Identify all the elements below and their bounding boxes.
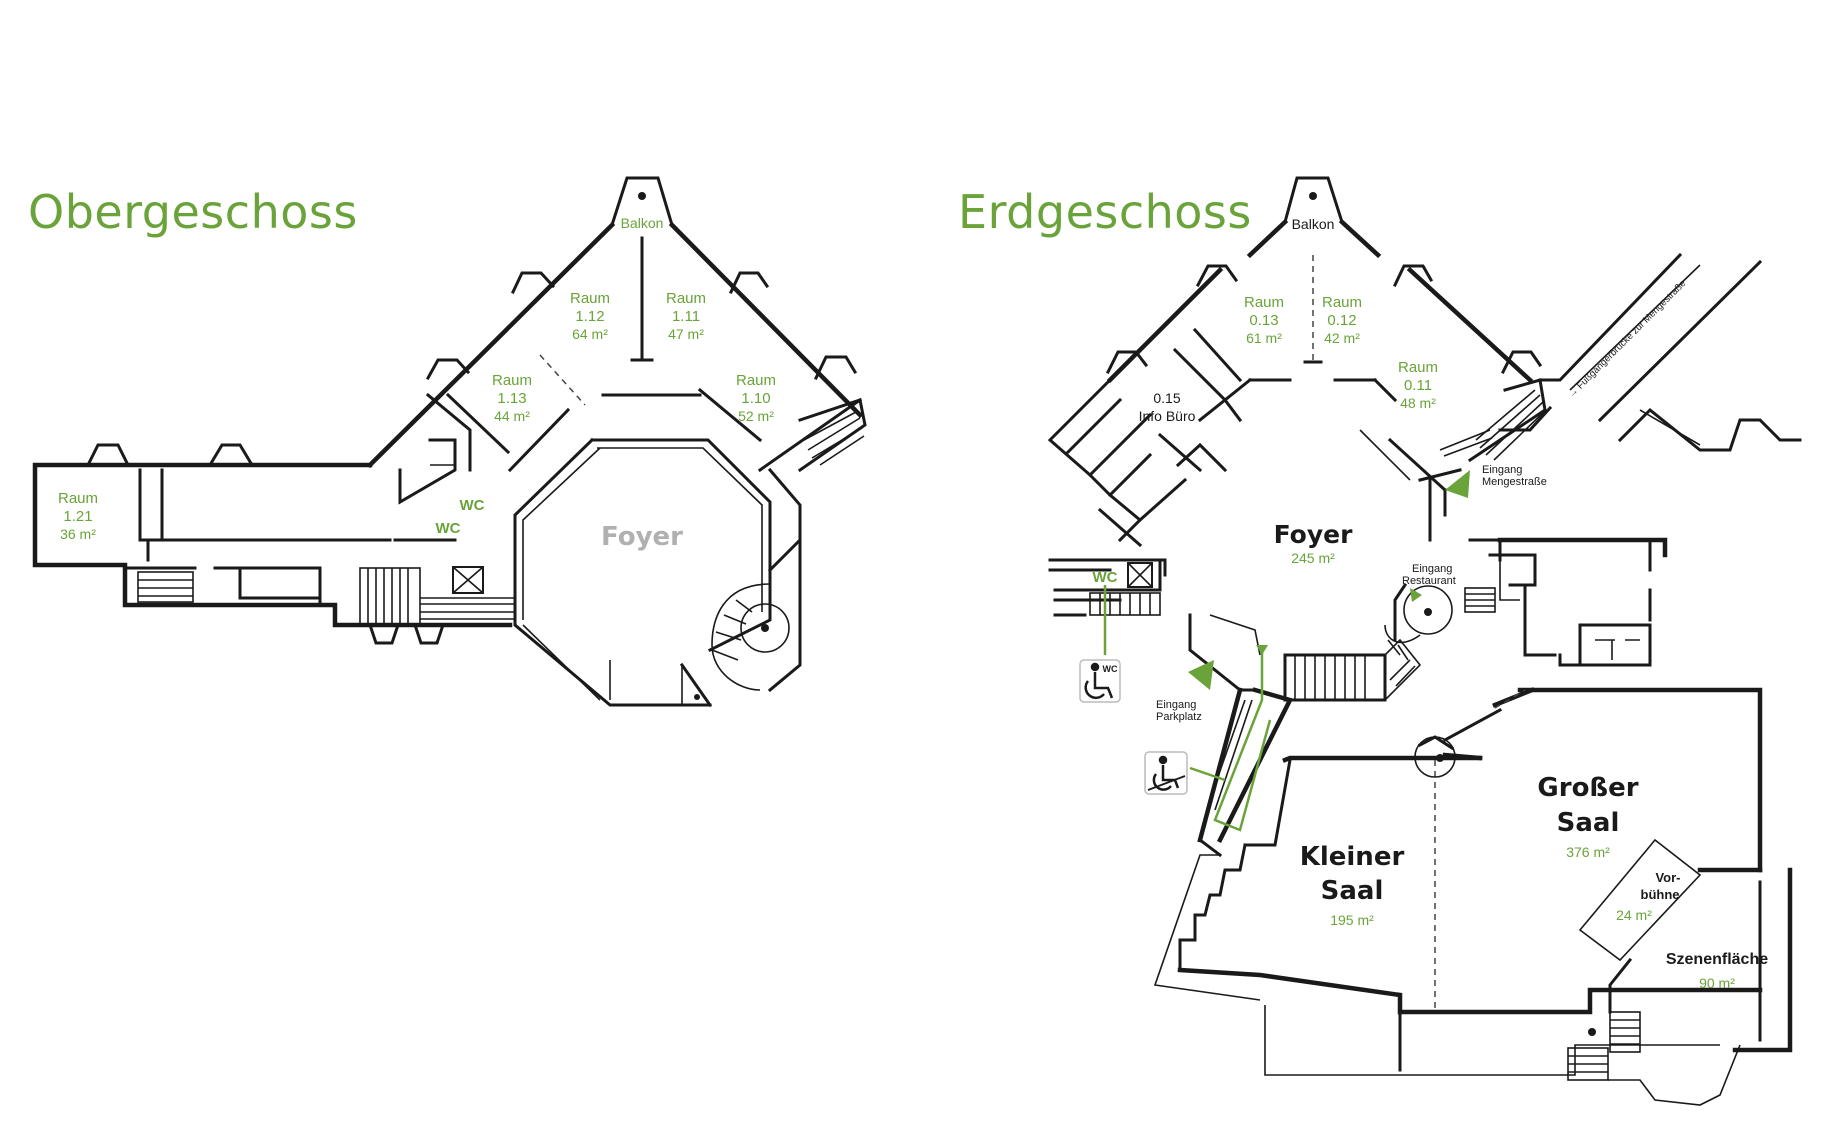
entrance-restaurant-line2: Restaurant bbox=[1402, 575, 1456, 587]
upper-wc-label-1: WC bbox=[460, 497, 485, 514]
upper-room-1-10: Raum 1.10 52 m² bbox=[736, 372, 776, 424]
room-label: Raum bbox=[736, 372, 776, 389]
entrance-restaurant-label: Eingang Restaurant bbox=[1402, 563, 1456, 587]
ground-stair-bottom bbox=[1567, 1011, 1641, 1081]
ground-floor-plan: WC bbox=[1047, 176, 1802, 1106]
entrance-parkplatz-line2: Parkplatz bbox=[1156, 711, 1202, 723]
vorbuehne-area: 24 m² bbox=[1616, 907, 1652, 923]
upper-balkon-label: Balkon bbox=[621, 215, 664, 231]
room-area: 64 m² bbox=[572, 326, 608, 342]
arrow-entrance-menge bbox=[1445, 470, 1470, 498]
arrow-ramp bbox=[1256, 645, 1268, 655]
room-number: 1.13 bbox=[497, 390, 526, 407]
entrance-menge-line1: Eingang bbox=[1482, 464, 1522, 476]
entrance-menge-line2: Mengestraße bbox=[1482, 476, 1547, 488]
room-number: 1.10 bbox=[741, 390, 770, 407]
room-label: Raum bbox=[1322, 294, 1362, 311]
kleiner-saal-line2: Saal bbox=[1321, 876, 1384, 906]
upper-floor-title: Obergeschoss bbox=[28, 185, 358, 239]
room-label: Raum bbox=[1244, 294, 1284, 311]
room-number: 1.12 bbox=[575, 308, 604, 325]
ground-room-0-12: Raum 0.12 42 m² bbox=[1322, 294, 1362, 346]
room-area: 52 m² bbox=[738, 408, 774, 424]
room-area: 44 m² bbox=[494, 408, 530, 424]
upper-floor-plan: Balkon Raum 1.12 64 m² Raum 1.11 47 m² R… bbox=[32, 176, 867, 708]
room-number: 1.21 bbox=[63, 508, 92, 525]
bridge-label: → Fußgängerbrücke zur Mengestraße bbox=[1566, 278, 1688, 400]
room-label: Raum bbox=[492, 372, 532, 389]
room-number: 0.12 bbox=[1327, 312, 1356, 329]
grosser-saal-line1: Großer bbox=[1537, 773, 1638, 803]
room-area: 61 m² bbox=[1246, 330, 1282, 346]
ground-wc-label: WC bbox=[1093, 569, 1118, 586]
ground-stair-wc bbox=[1089, 592, 1161, 616]
room-number: 0.11 bbox=[1404, 377, 1432, 394]
info-name: Info Büro bbox=[1139, 408, 1196, 424]
ground-foyer: Foyer 245 m² bbox=[1274, 520, 1353, 566]
wheelchair-ramp-icon bbox=[1147, 755, 1186, 791]
ground-stair-menge bbox=[1439, 378, 1547, 463]
ground-kleiner-saal: Kleiner Saal 195 m² bbox=[1300, 842, 1405, 928]
ground-grosser-saal: Großer Saal 376 m² bbox=[1537, 773, 1638, 860]
upper-room-1-11: Raum 1.11 47 m² bbox=[666, 290, 706, 342]
room-area: 47 m² bbox=[668, 326, 704, 342]
vorbuehne-line1: Vor- bbox=[1655, 870, 1680, 885]
upper-room-1-13: Raum 1.13 44 m² bbox=[492, 372, 532, 424]
upper-wc-label-2: WC bbox=[436, 520, 461, 537]
szenenflaeche-area: 90 m² bbox=[1699, 975, 1735, 991]
grosser-saal-line2: Saal bbox=[1557, 808, 1620, 838]
arrow-entrance-parkplatz bbox=[1188, 660, 1214, 690]
upper-stair-main bbox=[359, 567, 515, 626]
grosser-saal-area: 376 m² bbox=[1566, 844, 1610, 860]
foyer-area: 245 m² bbox=[1291, 550, 1335, 566]
entrance-parkplatz-line1: Eingang bbox=[1156, 699, 1196, 711]
vorbuehne-line2: bühne bbox=[1641, 887, 1680, 902]
room-label: Raum bbox=[58, 490, 98, 507]
arrow-entrance-restaurant bbox=[1410, 588, 1422, 602]
szenenflaeche-name: Szenenfläche bbox=[1666, 951, 1768, 968]
ground-room-0-13: Raum 0.13 61 m² bbox=[1244, 294, 1284, 346]
wc-sign-label: WC bbox=[1103, 664, 1118, 674]
room-area: 48 m² bbox=[1400, 395, 1436, 411]
ground-szenenflaeche: Szenenfläche 90 m² bbox=[1666, 951, 1768, 991]
room-number: 1.11 bbox=[672, 308, 700, 325]
ground-floor-title: Erdgeschoss bbox=[958, 185, 1252, 239]
kleiner-saal-area: 195 m² bbox=[1330, 912, 1374, 928]
upper-room-1-21: Raum 1.21 36 m² bbox=[58, 490, 98, 542]
ground-stair-restaurant bbox=[1464, 587, 1496, 613]
kleiner-saal-line1: Kleiner bbox=[1300, 842, 1405, 872]
upper-stair-west bbox=[137, 571, 194, 603]
ground-info-buero: 0.15 Info Büro bbox=[1139, 390, 1196, 424]
room-label: Raum bbox=[666, 290, 706, 307]
upper-foyer-label: Foyer bbox=[601, 522, 683, 552]
entrance-restaurant-line1: Eingang bbox=[1412, 563, 1452, 575]
wheelchair-icon bbox=[1084, 662, 1114, 700]
room-area: 42 m² bbox=[1324, 330, 1360, 346]
room-label: Raum bbox=[570, 290, 610, 307]
ground-room-0-11: Raum 0.11 48 m² bbox=[1398, 359, 1438, 411]
room-label: Raum bbox=[1398, 359, 1438, 376]
info-number: 0.15 bbox=[1153, 390, 1180, 406]
ground-vorbuehne: Vor- bühne 24 m² bbox=[1616, 870, 1680, 923]
room-number: 0.13 bbox=[1249, 312, 1278, 329]
entrance-parkplatz-label: Eingang Parkplatz bbox=[1156, 699, 1202, 723]
foyer-name: Foyer bbox=[1274, 520, 1353, 549]
ground-balkon-label: Balkon bbox=[1292, 216, 1335, 232]
upper-stair-right bbox=[797, 398, 867, 473]
ground-stair-foyer bbox=[1283, 638, 1422, 702]
room-area: 36 m² bbox=[60, 526, 96, 542]
upper-room-1-12: Raum 1.12 64 m² bbox=[570, 290, 610, 342]
entrance-menge-label: Eingang Mengestraße bbox=[1482, 464, 1547, 488]
